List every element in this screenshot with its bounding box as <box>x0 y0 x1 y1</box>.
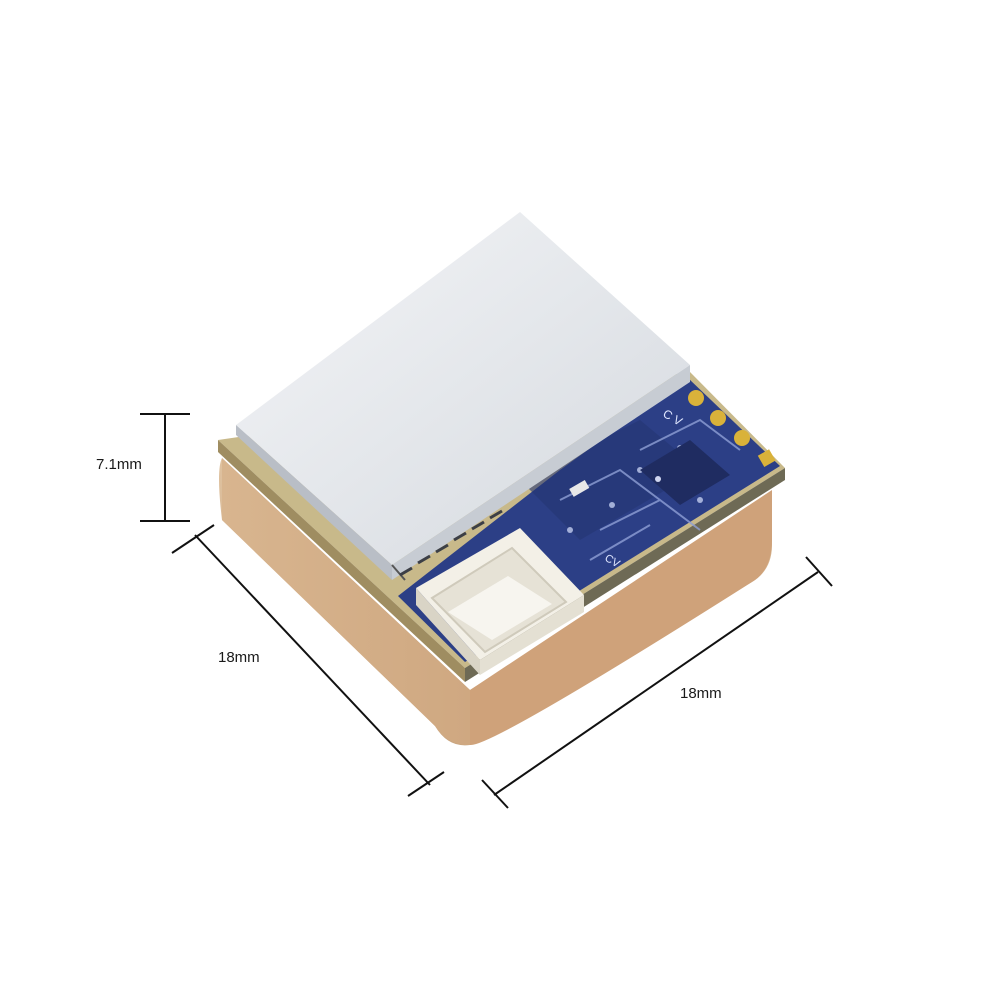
right-width-dimension-line <box>481 556 833 809</box>
height-dimension-line <box>140 413 190 522</box>
dimension-lines <box>140 413 833 809</box>
jst-connector <box>416 528 584 675</box>
left-width-dimension-line <box>171 524 445 797</box>
ceramic-antenna-base <box>219 458 772 746</box>
gold-contact-pads <box>688 390 776 468</box>
height-dimension-label: 7.1mm <box>96 456 142 473</box>
metal-shield-can <box>236 212 690 581</box>
right-width-dimension-label: 18mm <box>680 685 722 702</box>
left-width-dimension-label: 18mm <box>218 649 260 666</box>
